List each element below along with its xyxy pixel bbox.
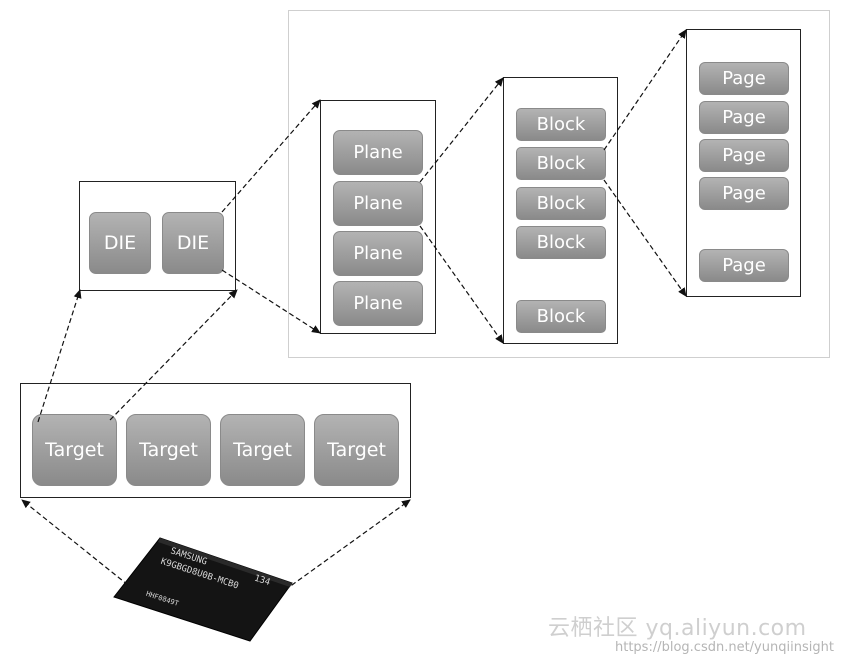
die-box: DIE xyxy=(162,212,224,274)
page-box: Page xyxy=(699,249,789,282)
block-box: Block xyxy=(516,226,606,259)
block-box: Block xyxy=(516,187,606,220)
arrow-block-to-page-top xyxy=(603,29,687,151)
block-box: Block xyxy=(516,108,606,141)
page-box: Page xyxy=(699,139,789,172)
block-box: Block xyxy=(516,147,606,180)
target-box: Target xyxy=(32,414,117,486)
arrow-chip-to-target-right xyxy=(284,499,411,591)
chip-code-text: 134 xyxy=(253,574,272,589)
arrow-plane-to-block-top xyxy=(419,77,504,183)
plane-box: Plane xyxy=(333,231,423,276)
page-box: Page xyxy=(699,101,789,134)
target-box: Target xyxy=(314,414,399,486)
target-box: Target xyxy=(126,414,211,486)
nand-chip-image: SAMSUNG 134 K9GBGD8U0B-MCB0 HHF0849T xyxy=(113,537,293,642)
arrow-chip-to-target-left xyxy=(21,499,129,586)
arrow-plane-to-block-bottom xyxy=(419,225,504,344)
page-box: Page xyxy=(699,177,789,210)
plane-box: Plane xyxy=(333,181,423,226)
arrow-die-to-plane-top xyxy=(221,99,321,213)
plane-box: Plane xyxy=(333,281,423,326)
arrow-target-to-die-left xyxy=(37,289,82,423)
target-box: Target xyxy=(220,414,305,486)
arrow-block-to-page-bottom xyxy=(603,179,687,297)
plane-box: Plane xyxy=(333,130,423,175)
arrow-die-to-plane-bottom xyxy=(221,269,321,334)
arrow-target-to-die-right xyxy=(109,289,238,421)
block-box: Block xyxy=(516,300,606,333)
page-box: Page xyxy=(699,62,789,95)
die-box: DIE xyxy=(89,212,151,274)
watermark-url: https://blog.csdn.net/yunqiinsight xyxy=(615,640,834,655)
watermark-site: 云栖社区 yq.aliyun.com xyxy=(548,616,807,641)
